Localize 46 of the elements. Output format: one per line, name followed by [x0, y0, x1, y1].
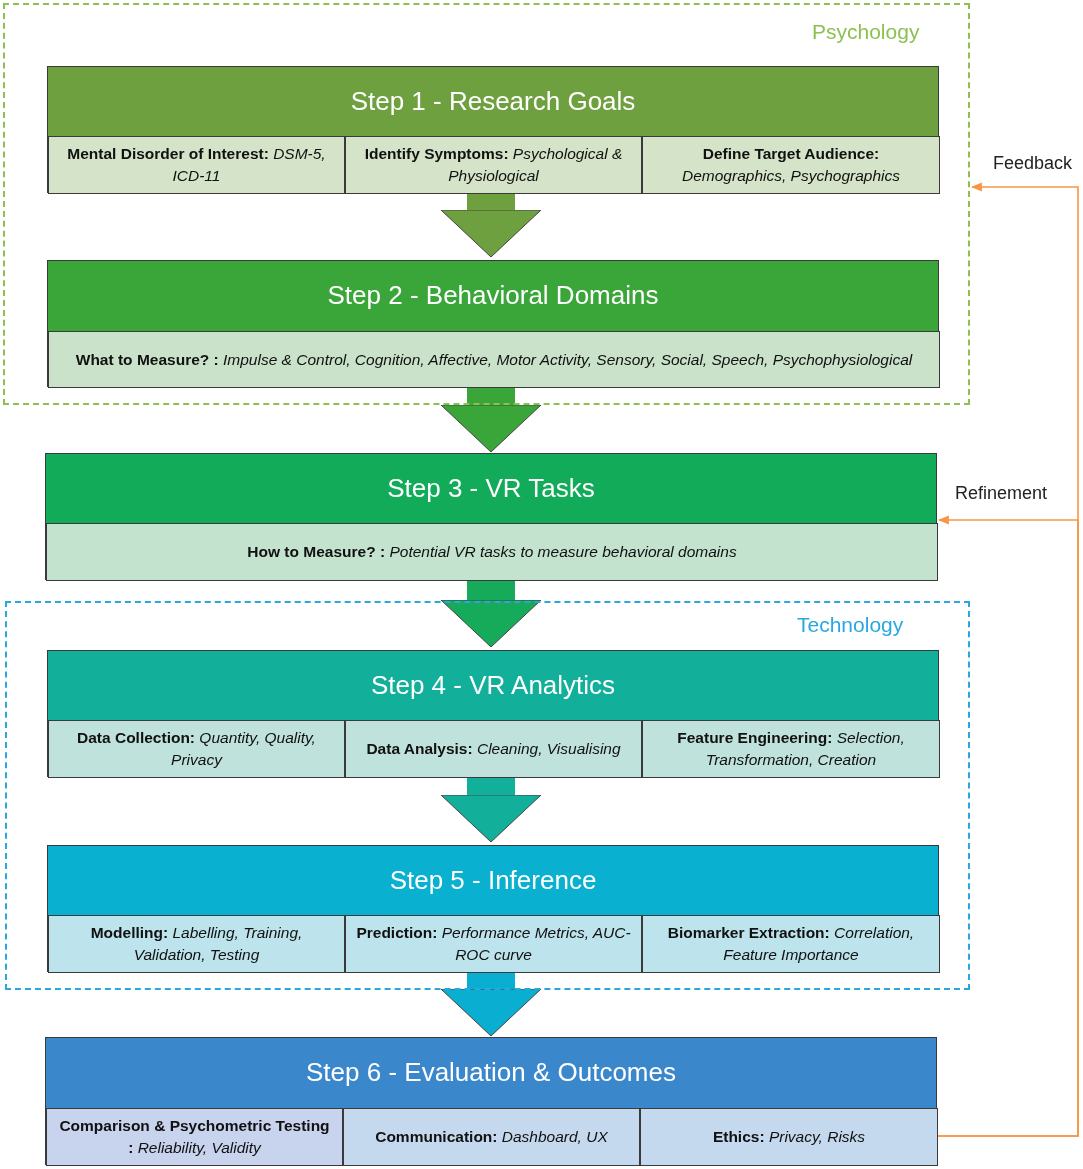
- detail-panel: [48, 915, 345, 973]
- detail-text: Comparison & Psychometric Testing : Reliability, Validity: [58, 1116, 331, 1158]
- step-title: Step 1 - Research Goals: [350, 86, 636, 117]
- detail-panel: [642, 136, 940, 194]
- detail-text: What to Measure? : Impulse & Control, Cognition, Affective, Motor Activity, Sensory, Social, Speech, Psychophysiological: [75, 349, 913, 370]
- step-box: [47, 845, 939, 972]
- detail-panel: [48, 720, 345, 778]
- detail-text: Biomarker Extraction: Correlation, Feature Importance: [666, 923, 916, 965]
- dashed-group-frame: [5, 601, 970, 990]
- detail-text: Define Target Audience: Demographics, Psychographics: [681, 144, 901, 186]
- step-title: Step 2 - Behavioral Domains: [327, 280, 659, 311]
- step-title: Step 5 - Inference: [389, 865, 597, 896]
- detail-text: Data Analysis: Cleaning, Visualising: [366, 739, 621, 760]
- detail-text: Data Collection: Quantity, Quality, Privacy: [76, 728, 317, 770]
- step-box: [47, 650, 939, 777]
- feedback-arrow: [936, 515, 1079, 1137]
- group-title: Psychology: [812, 20, 920, 44]
- step-title: Step 4 - VR Analytics: [370, 670, 616, 701]
- detail-text: Modelling: Labelling, Training, Validation, Testing: [89, 923, 304, 965]
- detail-panel: [48, 136, 345, 194]
- detail-panel: [345, 720, 642, 778]
- step-box: [45, 1037, 937, 1165]
- detail-panel: [46, 1108, 343, 1166]
- step-box: [45, 453, 937, 580]
- detail-text: Mental Disorder of Interest: DSM-5, ICD-11: [66, 144, 327, 186]
- detail-panel: [343, 1108, 640, 1166]
- detail-panel: [48, 331, 940, 388]
- group-title: Technology: [797, 613, 904, 637]
- detail-text: Feature Engineering: Selection, Transformation, Creation: [676, 728, 906, 770]
- detail-text: Identify Symptoms: Psychological & Physiological: [363, 144, 624, 186]
- step-title: Step 3 - VR Tasks: [387, 473, 595, 504]
- detail-panel: [345, 136, 642, 194]
- detail-panel: [345, 915, 642, 973]
- step-title: Step 6 - Evaluation & Outcomes: [306, 1057, 676, 1088]
- step-box: [47, 66, 939, 193]
- detail-panel: [640, 1108, 938, 1166]
- detail-panel: [642, 915, 940, 973]
- detail-text: Communication: Dashboard, UX: [375, 1127, 608, 1148]
- step-box: [47, 260, 939, 387]
- detail-text: Ethics: Privacy, Risks: [712, 1127, 866, 1148]
- detail-text: How to Measure? : Potential VR tasks to measure behavioral domains: [247, 542, 737, 563]
- dashed-group-frame: [3, 3, 970, 405]
- detail-text: Prediction: Performance Metrics, AUC-ROC curve: [356, 923, 631, 965]
- block-arrow: [440, 580, 542, 648]
- detail-panel: [46, 523, 938, 581]
- detail-panel: [642, 720, 940, 778]
